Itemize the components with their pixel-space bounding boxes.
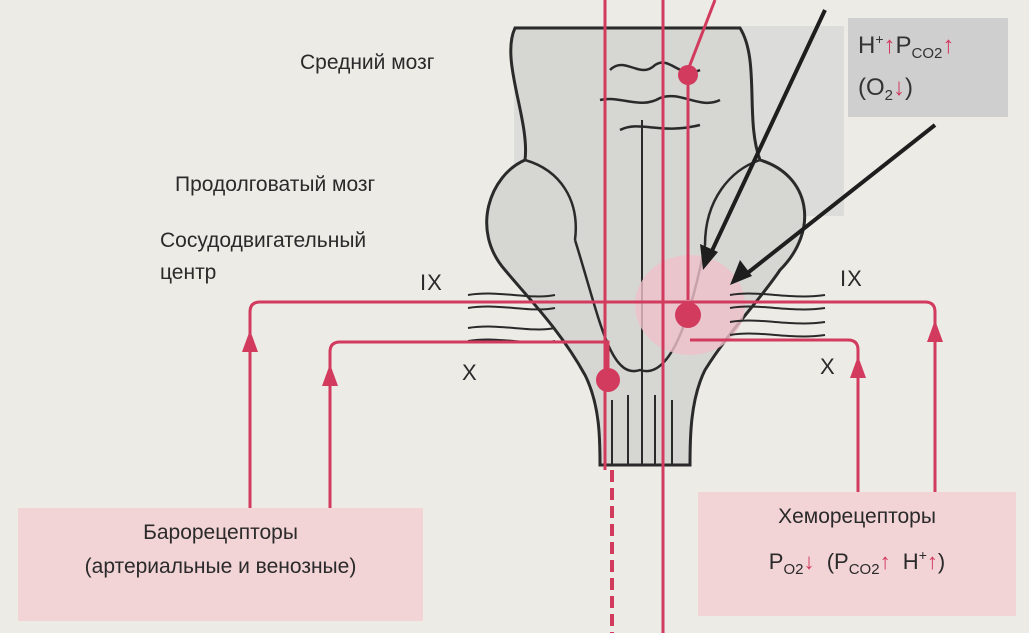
- nerve-x-right: [730, 321, 825, 337]
- chemo-arrow-x: [850, 356, 866, 378]
- stimulus-box: H+↑PCO2↑ (O2↓): [848, 18, 1008, 117]
- label-vasomotor-1: Сосудодвигательный: [160, 228, 366, 254]
- chemoreceptors-title: Хеморецепторы: [698, 500, 1016, 534]
- chemo-arrow-ix: [927, 320, 943, 342]
- stimulus-line-2: (O2↓): [858, 71, 998, 113]
- nerve-x-left: [468, 327, 555, 343]
- label-nerve-x-left: X: [462, 360, 478, 386]
- baroreceptors-title: Барорецепторы: [18, 516, 423, 550]
- neuron-midbrain: [678, 65, 698, 85]
- chemoreceptors-box: Хеморецепторы PO2↓ (PCO2↑ H+↑): [698, 492, 1016, 616]
- label-vasomotor-2: центр: [160, 260, 216, 286]
- label-medulla: Продолговатый мозг: [175, 172, 375, 198]
- baroreceptors-subtitle: (артериальные и венозные): [18, 550, 423, 584]
- baro-arrow-x: [322, 364, 338, 386]
- label-nerve-ix-right: IX: [840, 266, 863, 292]
- baroreceptors-box: Барорецепторы (артериальные и венозные): [18, 508, 423, 621]
- label-nerve-ix-left: IX: [420, 270, 443, 296]
- label-nerve-x-right: X: [820, 354, 836, 380]
- chemoreceptors-formula: PO2↓ (PCO2↑ H+↑): [698, 538, 1016, 587]
- stimulus-line-1: H+↑PCO2↑: [858, 22, 998, 71]
- baro-arrow-ix: [242, 330, 258, 352]
- label-midbrain: Средний мозг: [300, 50, 434, 76]
- neuron-vasomotor: [675, 302, 701, 328]
